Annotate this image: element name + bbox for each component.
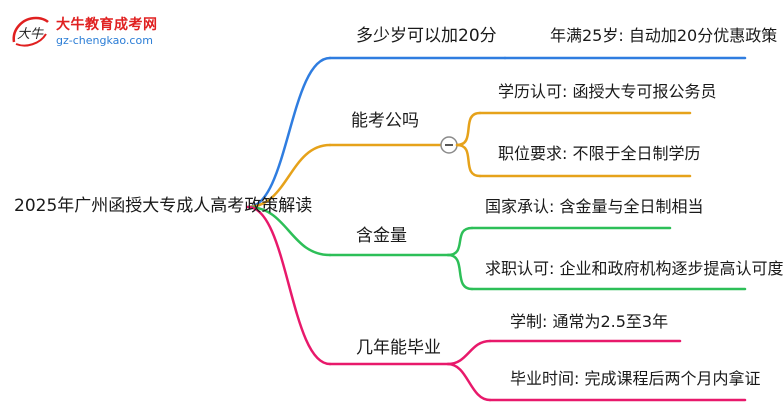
leaf-label: 学制: 通常为2.5至3年 — [510, 312, 669, 331]
branch-label: 含金量 — [356, 226, 407, 246]
logo-emblem-icon: 大牛 — [12, 16, 49, 47]
root-node: 2025年广州函授大专成人高考政策解读 — [14, 196, 313, 216]
watermark-site-url: gz-chengkao.com — [56, 34, 153, 47]
leaf-label: 求职认可: 企业和政府机构逐步提高认可度 — [485, 259, 783, 278]
leaf-label: 年满25岁: 自动加20分优惠政策 — [550, 26, 778, 45]
mindmap-edges — [246, 56, 747, 402]
leaf-label: 学历认可: 函授大专可报公务员 — [498, 82, 717, 101]
branch-edge — [246, 205, 332, 257]
leaf-edge — [446, 339, 492, 366]
branch-edge — [246, 56, 332, 209]
branch-label: 能考公吗 — [351, 111, 419, 131]
branch-label: 几年能毕业 — [356, 338, 441, 358]
branch-label: 多少岁可以加20分 — [356, 26, 497, 46]
watermark-logo: 大牛 大牛教育成考网 gz-chengkao.com — [6, 6, 176, 52]
leaf-label: 职位要求: 不限于全日制学历 — [498, 144, 701, 163]
leaf-edge — [446, 362, 492, 402]
leaf-edge — [455, 111, 482, 147]
branch-edge — [246, 143, 332, 209]
leaf-label: 毕业时间: 完成课程后两个月内拿证 — [510, 369, 761, 388]
leaf-edge — [455, 143, 482, 178]
branch-edge — [246, 205, 332, 366]
svg-text:大牛: 大牛 — [17, 27, 44, 42]
leaf-label: 国家承认: 含金量与全日制相当 — [485, 197, 704, 216]
leaf-edge — [446, 253, 474, 291]
leaf-edge — [446, 226, 474, 257]
watermark-site-name: 大牛教育成考网 — [56, 17, 158, 33]
mindmap-canvas — [246, 56, 747, 402]
